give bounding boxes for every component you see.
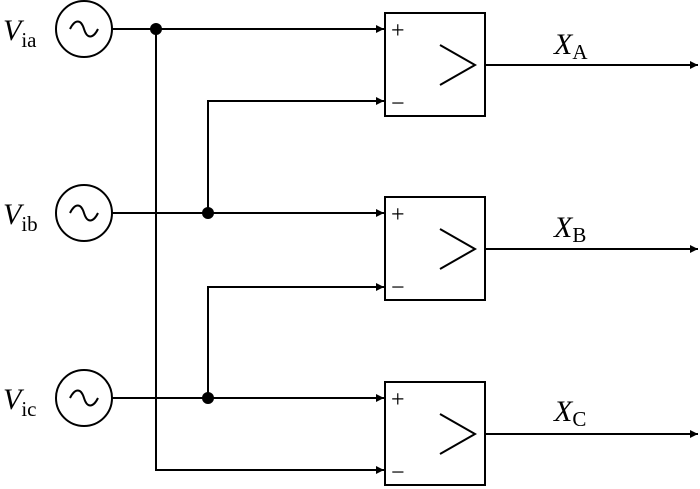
output-a-label: XA <box>553 28 588 64</box>
comparator-b-plus-label: + <box>391 202 405 228</box>
comparator-b-minus-label: − <box>391 275 405 301</box>
output-c-label: XC <box>553 395 586 431</box>
comparator-a-box <box>384 12 486 117</box>
source-b-label: Vib <box>3 198 38 236</box>
source-c-sine-icon <box>69 389 99 407</box>
junction-dot <box>150 23 162 35</box>
comparator-c-greater-than-icon <box>439 413 478 455</box>
comparator-a-greater-than-icon <box>439 44 478 86</box>
wire-via-to-c-minus <box>155 29 384 474</box>
wiring <box>112 23 384 474</box>
wire-vic-to-b-minus <box>207 283 384 398</box>
wire-vib-to-a-minus <box>207 97 384 213</box>
comparator-a-plus-label: + <box>391 18 405 44</box>
comparator-a-minus-label: − <box>391 91 405 117</box>
junction-dot <box>202 207 214 219</box>
comparator-c-box <box>384 381 486 486</box>
comparator-c: + − XC <box>384 381 698 486</box>
comparator-a: + − XA <box>384 12 698 117</box>
source-c: Vic <box>3 369 113 427</box>
source-b: Vib <box>3 184 113 242</box>
comparator-c-minus-label: − <box>391 460 405 486</box>
source-b-sine-icon <box>69 204 99 222</box>
comparator-b-box <box>384 196 486 301</box>
source-c-label: Vic <box>3 383 36 421</box>
comparator-c-plus-label: + <box>391 387 405 413</box>
comparator-b: + − XB <box>384 196 698 301</box>
junction-dot <box>202 392 214 404</box>
source-a-sine-icon <box>69 20 99 38</box>
comparator-b-greater-than-icon <box>439 228 478 270</box>
source-a-label: Via <box>3 14 37 52</box>
source-a: Via <box>3 0 113 58</box>
output-b-label: XB <box>553 211 586 247</box>
